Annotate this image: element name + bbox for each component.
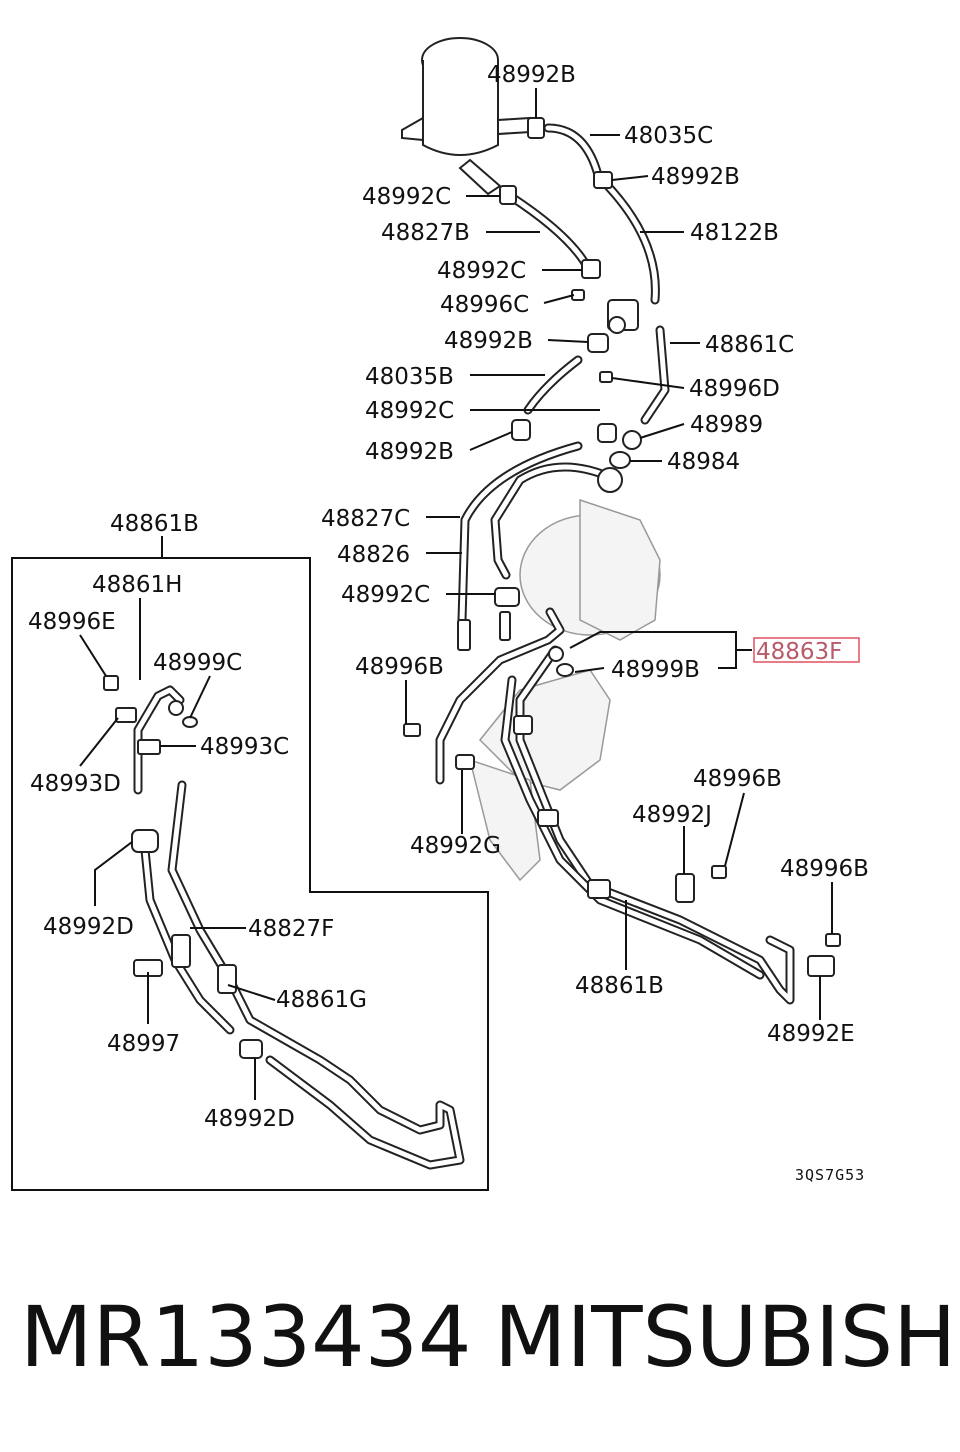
label-48996B-3[interactable]: 48996B [780,856,869,882]
label-48996C[interactable]: 48996C [440,292,529,318]
label-48984[interactable]: 48984 [667,449,740,475]
label-48996E[interactable]: 48996E [28,609,116,635]
reservoir-tank [401,37,531,196]
label-48863F[interactable]: 48863F [756,639,842,665]
label-48826[interactable]: 48826 [337,542,410,568]
label-48993C[interactable]: 48993C [200,734,289,760]
label-48035B[interactable]: 48035B [365,364,454,390]
label-48996B-2[interactable]: 48996B [693,766,782,792]
label-48999C[interactable]: 48999C [153,650,242,676]
inset-box [11,557,489,1191]
label-48122B[interactable]: 48122B [690,220,779,246]
part-number: MR133434 [20,1288,472,1386]
label-48996B-1[interactable]: 48996B [355,654,444,680]
label-48992D-2[interactable]: 48992D [204,1106,295,1132]
label-48996D[interactable]: 48996D [689,376,780,402]
label-48861B-right[interactable]: 48861B [575,973,664,999]
label-48992G[interactable]: 48992G [410,833,501,859]
label-48035C[interactable]: 48035C [624,123,713,149]
brand-name: MITSUBISHI [494,1288,960,1386]
label-48992B-4[interactable]: 48992B [365,439,454,465]
label-48993D[interactable]: 48993D [30,771,121,797]
label-48992B-top[interactable]: 48992B [487,62,576,88]
label-48861H[interactable]: 48861H [92,572,182,598]
highlight-box-48863F [753,637,860,663]
label-48827B[interactable]: 48827B [381,220,470,246]
label-48827F[interactable]: 48827F [248,916,334,942]
label-48992C-4[interactable]: 48992C [341,582,430,608]
label-48992C-2[interactable]: 48992C [437,258,526,284]
label-48997[interactable]: 48997 [107,1031,180,1057]
label-48992D-1[interactable]: 48992D [43,914,134,940]
label-48827C[interactable]: 48827C [321,506,410,532]
label-48992B-3[interactable]: 48992B [444,328,533,354]
pressure-line-right [403,607,841,1005]
label-48989[interactable]: 48989 [690,412,763,438]
label-48992C-1[interactable]: 48992C [362,184,451,210]
label-48992E[interactable]: 48992E [767,1021,855,1047]
leader-lines [79,88,833,1100]
label-48861C[interactable]: 48861C [705,332,794,358]
label-48992B-2[interactable]: 48992B [651,164,740,190]
label-48999B[interactable]: 48999B [611,657,700,683]
upper-clamps [457,117,642,651]
label-48992C-3[interactable]: 48992C [365,398,454,424]
label-48861G[interactable]: 48861G [276,987,367,1013]
upper-hoses [457,123,670,625]
label-48861B-box[interactable]: 48861B [110,511,199,537]
label-48992J[interactable]: 48992J [632,802,712,828]
drawing-code: 3QS7G53 [795,1166,865,1184]
